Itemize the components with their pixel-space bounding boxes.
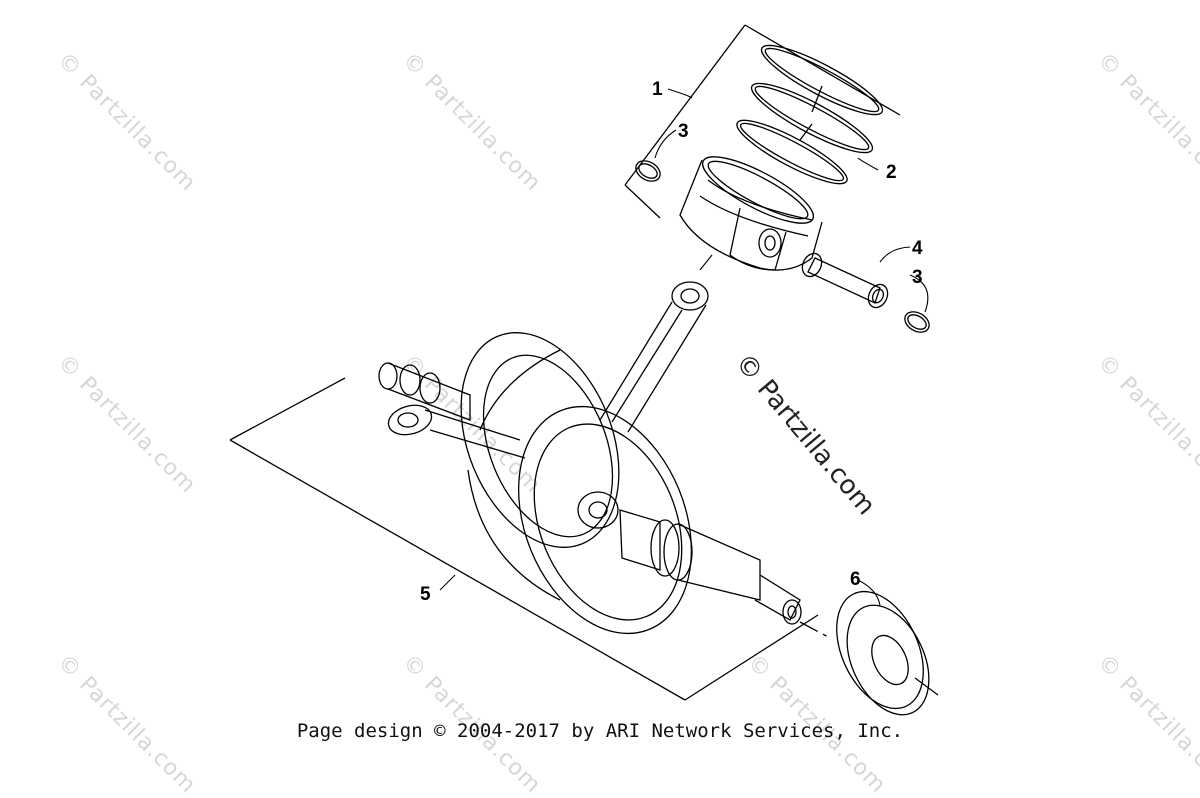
callout-3-right: 3 <box>912 267 923 288</box>
crankshaft-bracket <box>229 377 819 701</box>
piston-rings <box>736 44 884 185</box>
crankshaft-left-stub <box>378 362 471 421</box>
circlip-left <box>635 160 661 182</box>
connecting-rod <box>387 281 709 459</box>
crankshaft-flywheel <box>460 332 692 635</box>
callout-2: 2 <box>886 162 897 183</box>
leader-lines <box>439 88 929 607</box>
piston-kit-bracket <box>624 24 901 219</box>
footer-copyright: Page design © 2004-2017 by ARI Network S… <box>296 720 904 742</box>
circlip-right <box>904 311 930 333</box>
callout-4: 4 <box>912 238 923 259</box>
piston <box>679 156 823 271</box>
thrust-washer <box>799 590 939 716</box>
callout-3-left: 3 <box>678 121 689 142</box>
crankshaft-output-shaft <box>619 509 802 625</box>
callout-5: 5 <box>420 584 431 605</box>
callout-1: 1 <box>652 79 663 100</box>
callout-6: 6 <box>850 569 861 590</box>
exploded-parts-diagram: 1 2 3 4 3 5 6 <box>229 24 939 716</box>
wrist-pin <box>801 252 889 309</box>
